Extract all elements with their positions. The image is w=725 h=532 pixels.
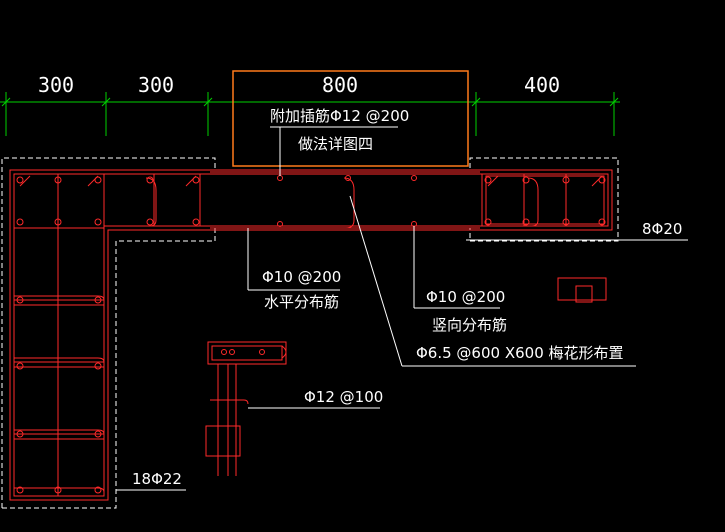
detail-tie-element	[205, 341, 287, 476]
dimension-chain	[0, 92, 620, 136]
dimension-300-a: 300	[38, 73, 74, 97]
added-bar-label: 附加插筋Φ12 @200	[270, 107, 409, 125]
rebar-layout	[9, 169, 613, 501]
detail-ref-label: 做法详图四	[298, 135, 373, 153]
dimension-800: 800	[322, 73, 358, 97]
detail-block-right	[557, 277, 607, 303]
detail-tie-label: Φ12 @100	[304, 388, 383, 406]
vertical-bar-desc: 竖向分布筋	[432, 316, 507, 334]
dimension-300-b: 300	[138, 73, 174, 97]
rebar-bars	[16, 175, 606, 494]
horizontal-bar-spec: Φ10 @200	[262, 268, 341, 286]
left-longitudinal-label: 18Φ22	[132, 470, 182, 488]
leader-lines	[116, 126, 688, 491]
vertical-bar-spec: Φ10 @200	[426, 288, 505, 306]
horizontal-bar-desc: 水平分布筋	[264, 293, 339, 311]
wall-outline	[1, 157, 619, 509]
right-longitudinal-label: 8Φ20	[642, 220, 682, 238]
tie-spec-label: Φ6.5 @600 X600 梅花形布置	[416, 344, 624, 362]
dimension-400: 400	[524, 73, 560, 97]
wall-opening	[232, 70, 469, 167]
